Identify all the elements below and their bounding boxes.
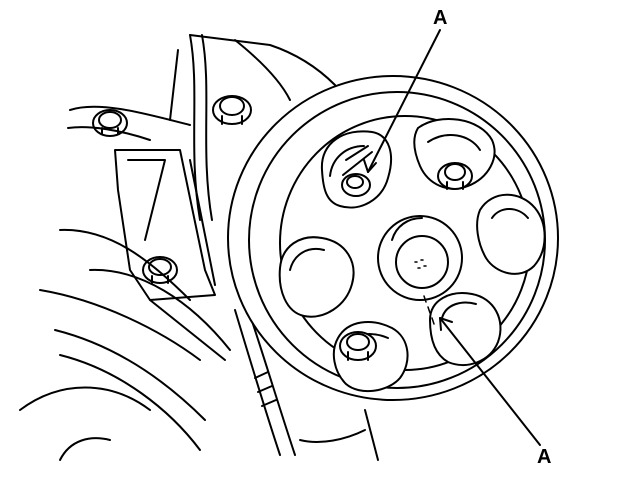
leader-line-bottom [439,317,541,446]
pulley-hub-inner [395,235,449,289]
pulley-window-lower-right [429,292,502,367]
hub-center-marks [414,259,427,269]
hub-leader-dashes [423,295,435,325]
mounting-bracket [114,149,226,361]
housing-bolt-top [212,95,252,125]
pulley-bolt-upper-left [341,145,373,197]
pulley-window-top [320,130,392,209]
callout-label-a-top: A [433,7,448,29]
pulley-window-left [278,236,355,318]
housing-bolt-left [92,109,128,137]
pulley [227,75,559,401]
callout-label-a-bottom: A [537,446,552,468]
arrowhead-top [363,159,377,173]
pulley-bolt-bottom [339,331,377,361]
arrowhead-bottom [439,317,453,331]
pulley-bolt-upper-right [437,162,473,190]
pulley-window-upper-right [413,117,496,190]
housing-bolt-lower [142,256,178,284]
engine-housing [19,34,379,461]
leader-line-top [367,29,441,173]
callout-leaders [363,29,541,446]
